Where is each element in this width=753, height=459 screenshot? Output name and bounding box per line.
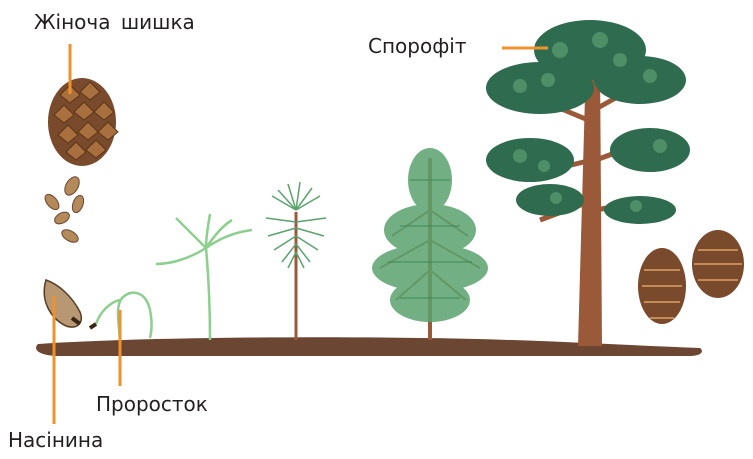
young-pine-small bbox=[266, 182, 326, 340]
label-female-cone: Жіноча шишка bbox=[34, 12, 195, 32]
label-seed: Насінина bbox=[8, 430, 103, 450]
female-cone-illustration bbox=[48, 78, 118, 166]
falling-seeds bbox=[42, 174, 85, 244]
mature-cones bbox=[638, 230, 744, 324]
ground-soil bbox=[36, 337, 702, 356]
seed-illustration bbox=[44, 280, 81, 327]
young-pine-large bbox=[372, 148, 488, 340]
seedling-illustration bbox=[156, 214, 252, 340]
label-sprout: Проросток bbox=[96, 394, 208, 414]
label-sporophyte: Спорофіт bbox=[368, 36, 467, 56]
